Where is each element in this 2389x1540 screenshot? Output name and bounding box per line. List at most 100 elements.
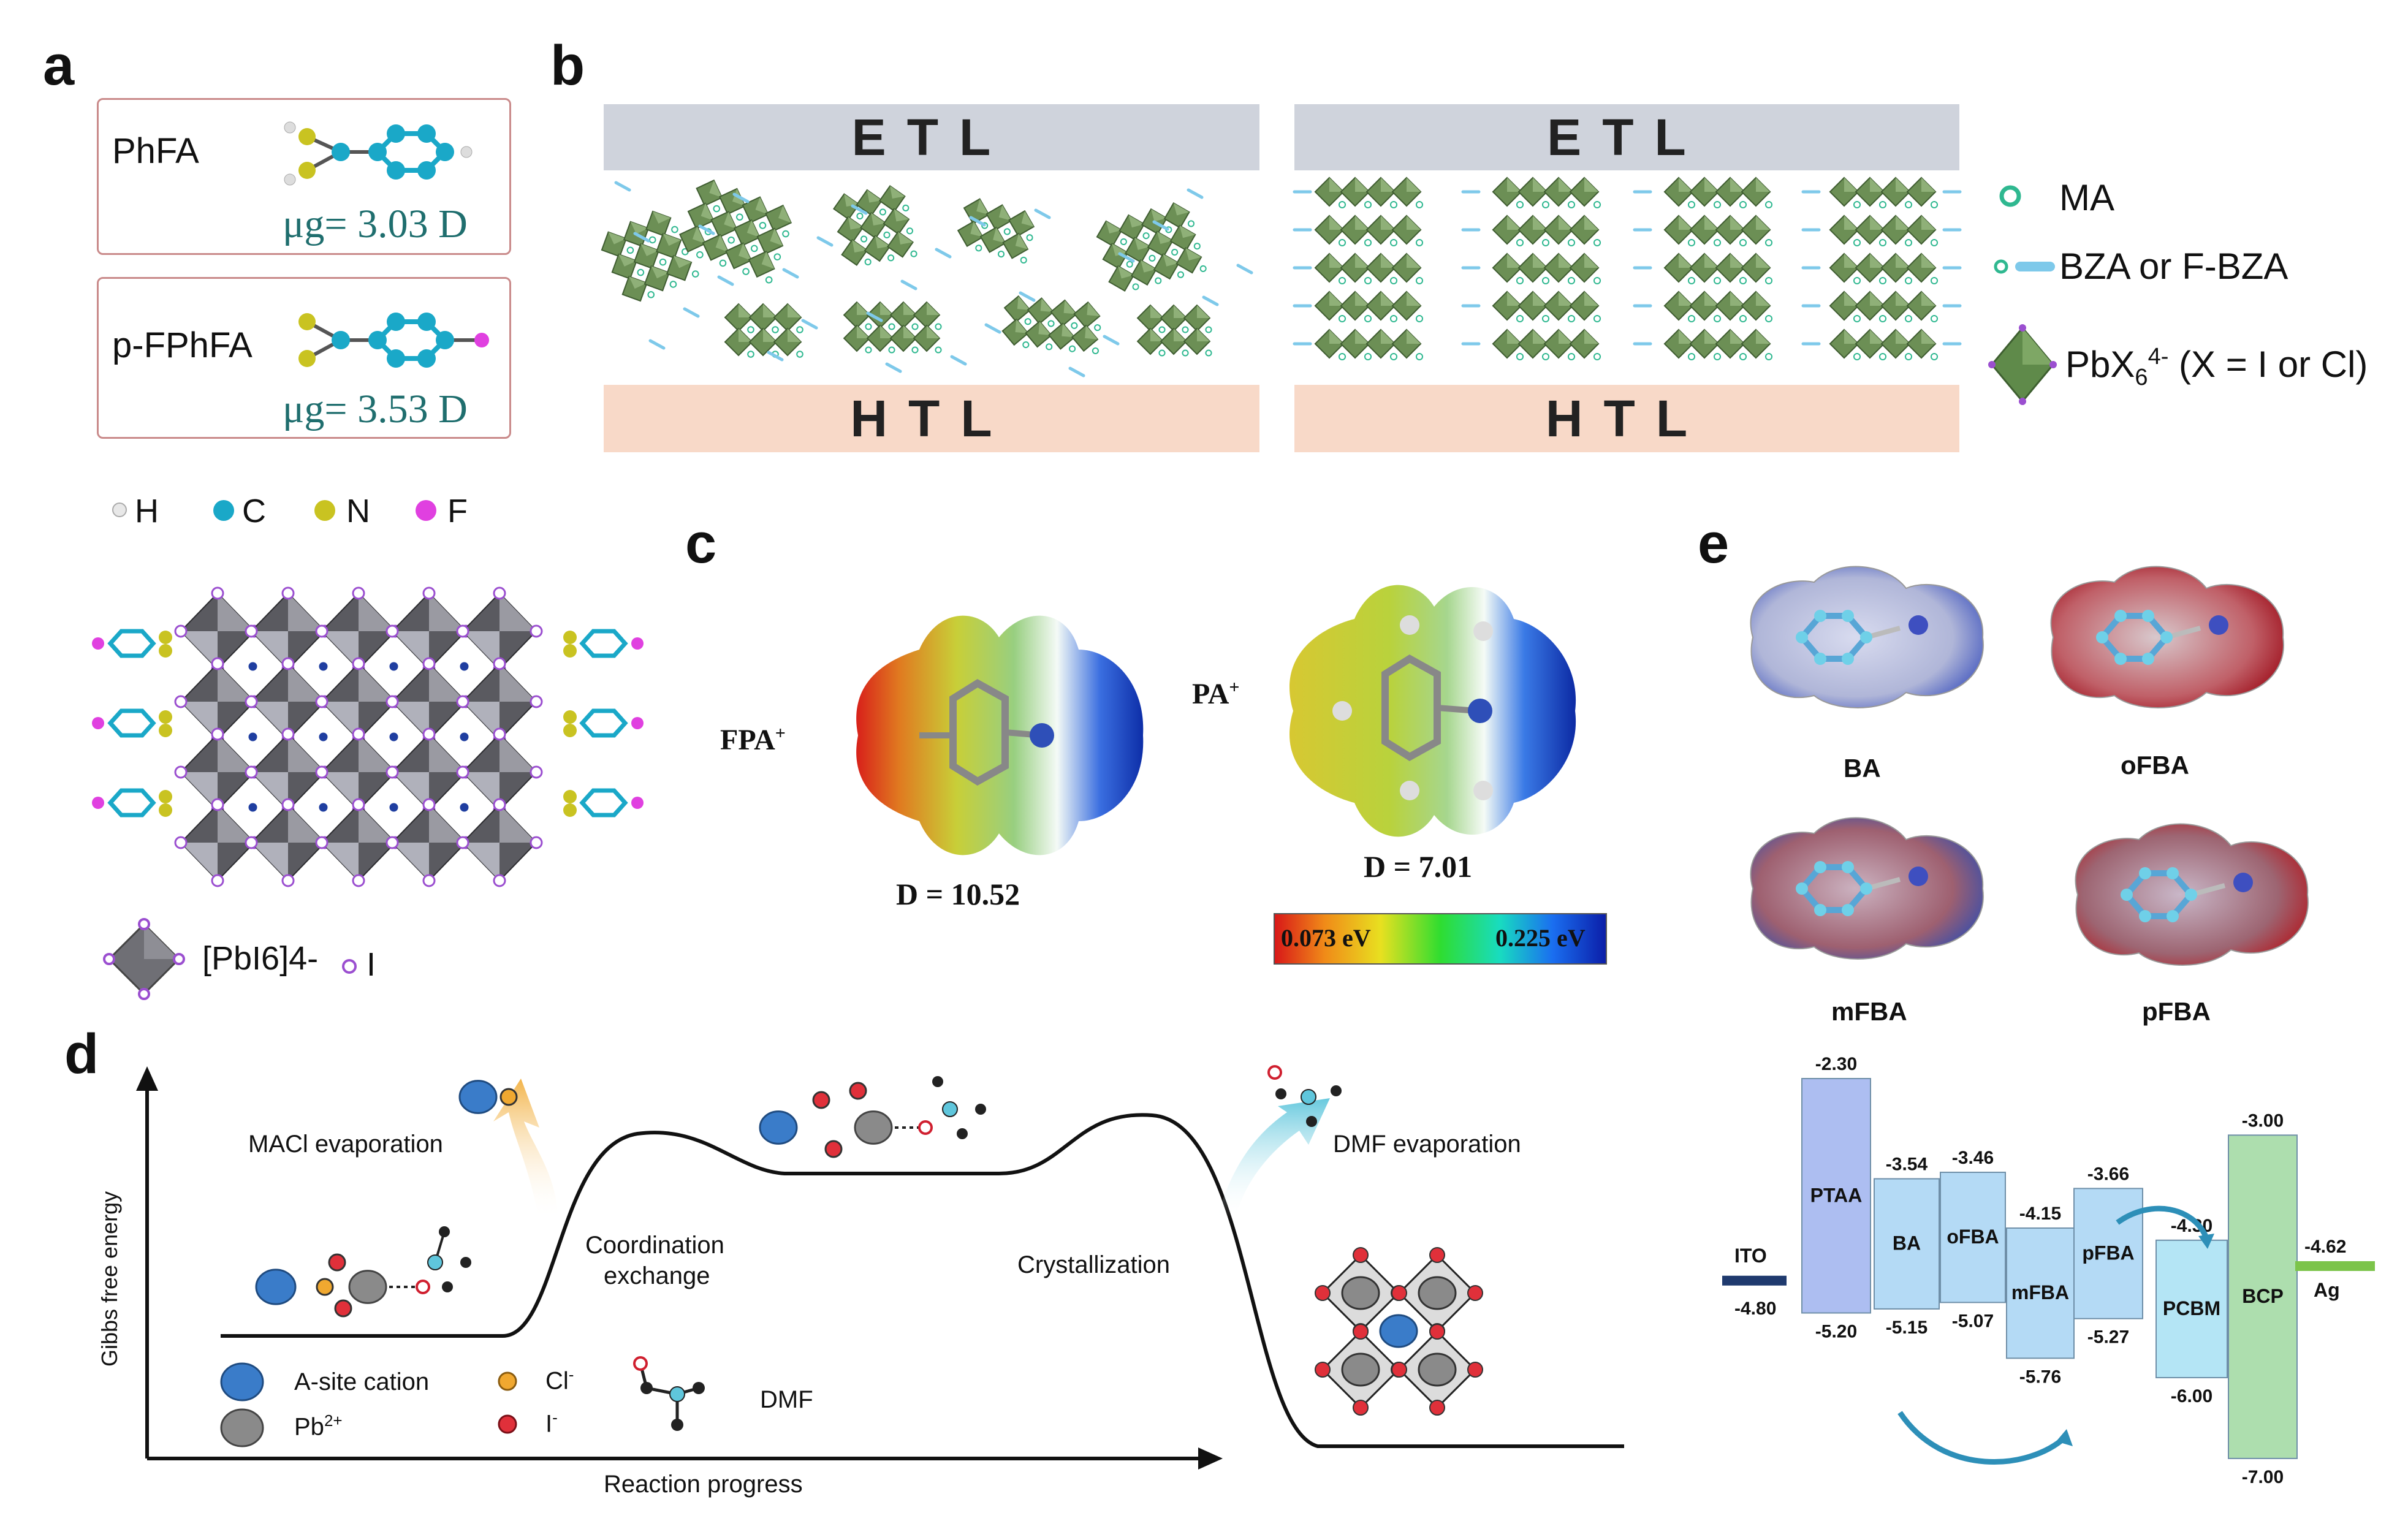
colorbar-min: 0.073 eV bbox=[1281, 924, 1371, 952]
crystal-cluster bbox=[1663, 290, 1773, 323]
level-top-ofba: -3.46 bbox=[1952, 1148, 1994, 1168]
a-site-cation bbox=[458, 1080, 498, 1114]
pbi6-octahedron-icon bbox=[103, 918, 185, 1000]
bza-molecule bbox=[1019, 291, 1036, 302]
level-bar-ba bbox=[1874, 1178, 1940, 1310]
halide-ion bbox=[499, 1088, 518, 1106]
crystal-cluster bbox=[1829, 252, 1939, 285]
panel-letter-d: d bbox=[64, 1023, 99, 1085]
lattice-octahedron bbox=[245, 798, 332, 887]
fpa-dipole: D = 10.52 bbox=[896, 877, 1020, 911]
ba-esp-label: BA bbox=[1844, 754, 1881, 783]
bza-molecule bbox=[1068, 366, 1085, 377]
halide-ion bbox=[334, 1299, 352, 1318]
legend-bza: BZA or F-BZA bbox=[2059, 246, 2288, 287]
level-name-pcbm: PCBM bbox=[2163, 1297, 2220, 1319]
bza-molecule bbox=[935, 248, 952, 259]
x-axis-label: Reaction progress bbox=[604, 1471, 803, 1498]
halide-ion bbox=[812, 1091, 830, 1109]
bza-molecule bbox=[1103, 335, 1120, 346]
level-top-pfba: -3.66 bbox=[2087, 1164, 2129, 1184]
lattice-cation bbox=[389, 732, 398, 742]
crystal-cluster bbox=[957, 198, 1035, 264]
level-bottom-ofba: -5.07 bbox=[1952, 1311, 1994, 1331]
hydrogen-atom-icon bbox=[112, 503, 127, 517]
energy-level-diagram: ITO-4.80PTAA-2.30-5.20BA-3.54-5.15oFBA-3… bbox=[1722, 1054, 2375, 1487]
ordered-perovskite-crystals bbox=[1293, 176, 1962, 361]
crystal-cluster bbox=[678, 179, 792, 284]
crystal-cluster bbox=[1492, 214, 1601, 247]
pfba-esp-map bbox=[2075, 823, 2309, 966]
lattice-octahedron bbox=[174, 586, 261, 676]
mfba-esp-label: mFBA bbox=[1831, 997, 1907, 1026]
hole-transfer-arrow bbox=[1897, 1411, 2068, 1465]
disordered-perovskite-crystals bbox=[601, 179, 1253, 377]
etl-layer-right: ETL bbox=[1294, 104, 1959, 170]
bza-molecule bbox=[767, 351, 784, 362]
level-bottom-ba: -5.15 bbox=[1886, 1318, 1928, 1338]
pfba-esp-label: pFBA bbox=[2142, 997, 2211, 1026]
htl-layer-left: HTL bbox=[604, 385, 1259, 452]
pb-ion bbox=[348, 1270, 387, 1304]
crystal-cluster bbox=[1314, 214, 1424, 247]
octahedron-icon bbox=[1988, 324, 2057, 405]
crystal-cluster bbox=[724, 303, 803, 358]
level-bar-mfba bbox=[2006, 1227, 2075, 1359]
level-bar-pfba bbox=[2073, 1188, 2143, 1319]
bza-molecule bbox=[816, 236, 834, 247]
lattice-octahedron bbox=[456, 586, 543, 676]
crystal-cluster bbox=[1492, 176, 1601, 209]
halide-ion bbox=[328, 1253, 346, 1272]
lattice-octahedron bbox=[245, 727, 332, 817]
legend-dmf: DMF bbox=[760, 1386, 813, 1413]
crystal-cluster bbox=[843, 301, 942, 354]
legend-i: I- bbox=[545, 1408, 558, 1438]
ba-esp-map bbox=[1750, 566, 1984, 708]
lattice-cation bbox=[319, 732, 328, 742]
spacer-molecule bbox=[92, 629, 172, 658]
crystal-cluster bbox=[1136, 304, 1212, 357]
bza-molecule bbox=[732, 192, 750, 203]
atom-legend-c: C bbox=[242, 493, 266, 529]
dmf-evaporation-arrow bbox=[1217, 1098, 1330, 1219]
pb-ion bbox=[854, 1110, 893, 1145]
a-site-cation bbox=[255, 1269, 297, 1305]
crystal-cluster bbox=[1492, 328, 1601, 361]
lattice-octahedron bbox=[456, 657, 543, 746]
level-name-ptaa: PTAA bbox=[1810, 1184, 1863, 1206]
energy-curve bbox=[221, 1113, 1624, 1448]
lattice-octahedron bbox=[456, 798, 543, 887]
molecule-name-pfphfa: p-FPhFA bbox=[112, 325, 253, 365]
crystal-cluster bbox=[1001, 295, 1101, 355]
reaction-energy-profile bbox=[136, 1065, 1624, 1470]
halide-ion bbox=[824, 1140, 843, 1158]
mfba-esp-map bbox=[1750, 817, 1984, 960]
lattice-cation bbox=[460, 662, 469, 671]
spacer-molecule bbox=[563, 629, 644, 658]
pa-esp-map bbox=[1289, 585, 1576, 837]
level-bottom-ptaa: -5.20 bbox=[1815, 1322, 1857, 1342]
lattice-cation bbox=[460, 803, 469, 812]
colorbar-max: 0.225 eV bbox=[1495, 924, 1586, 952]
level-bar-pcbm bbox=[2155, 1239, 2228, 1379]
lattice-cation bbox=[389, 803, 398, 812]
panel-letter-e: e bbox=[1698, 512, 1730, 575]
crystal-cluster bbox=[1663, 176, 1773, 209]
molecule-box-pfphfa: p-FPhFA μg= 3.53 D bbox=[97, 277, 511, 439]
spacer-molecule bbox=[92, 708, 172, 738]
level-top-ag: -4.62 bbox=[2304, 1237, 2346, 1257]
bza-molecule bbox=[885, 362, 902, 373]
perovskite-crystal bbox=[1315, 1247, 1483, 1416]
chloride-icon bbox=[498, 1371, 517, 1391]
crystal-cluster bbox=[1492, 290, 1601, 323]
crystal-cluster bbox=[1829, 328, 1939, 361]
bza-molecule bbox=[633, 232, 650, 243]
esp-colorbar bbox=[1274, 913, 1607, 965]
fluorine-atom-icon bbox=[416, 500, 436, 521]
bza-rod-icon bbox=[1994, 259, 2055, 274]
spacer-molecule bbox=[563, 708, 644, 738]
carbon-atom-icon bbox=[213, 500, 234, 521]
level-name-ito: ITO bbox=[1734, 1245, 1767, 1267]
bza-molecule bbox=[717, 275, 734, 286]
ma-ring-icon bbox=[1999, 185, 2021, 207]
